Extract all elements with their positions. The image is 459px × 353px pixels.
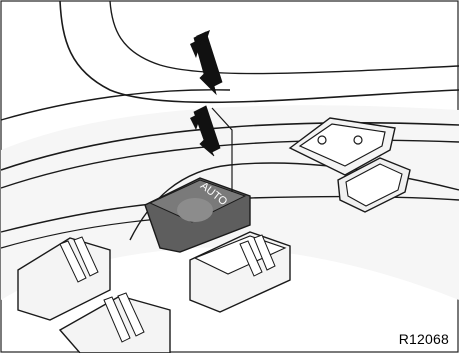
- figure-id: R12068: [399, 331, 449, 347]
